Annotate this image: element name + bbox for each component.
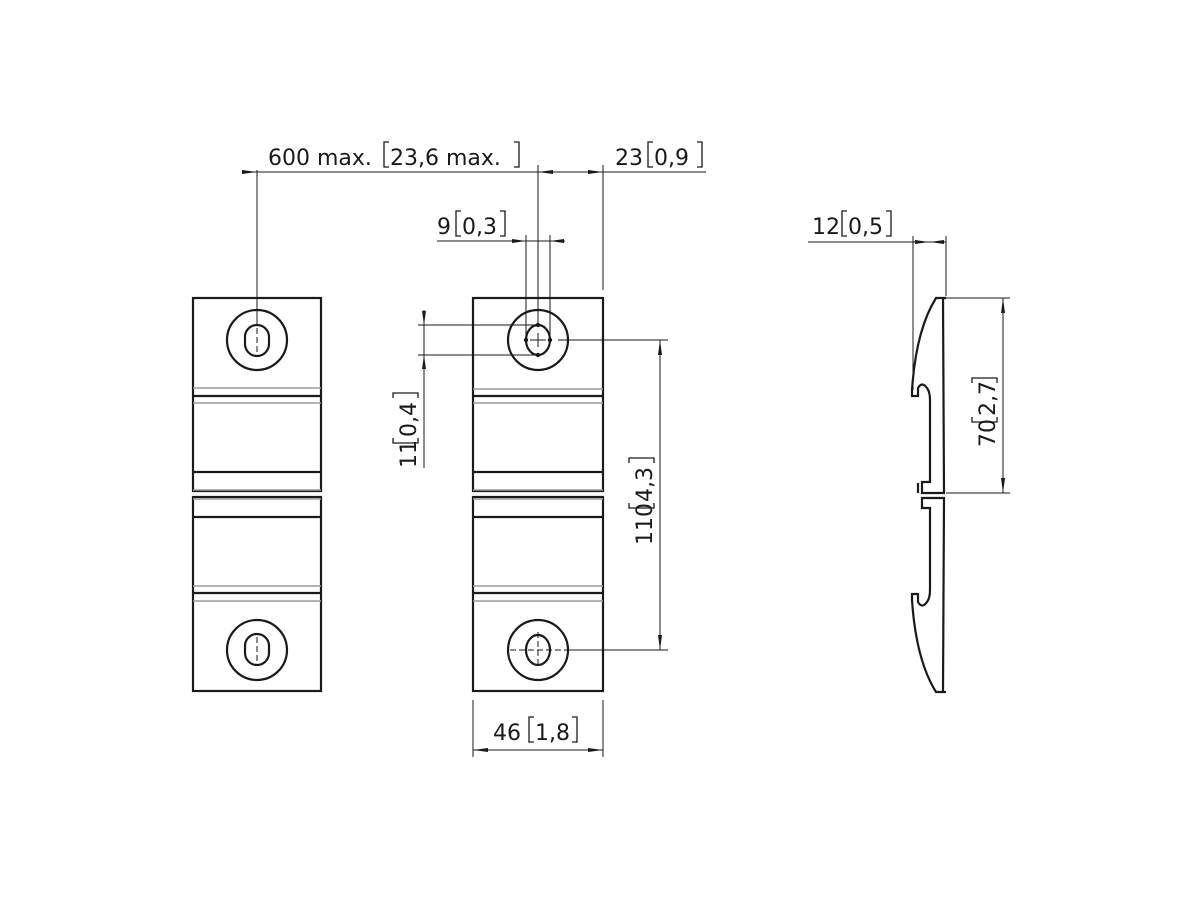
dim-thickness-value: 12 xyxy=(812,215,840,240)
dimension-hole-spacing: 110 4,3 xyxy=(628,340,662,650)
dimension-slot-width: 9 0,3 xyxy=(437,210,565,340)
dimension-plate-width: 46 1,8 xyxy=(472,700,604,757)
dim-plate-width-alt: 1,8 xyxy=(535,721,570,746)
dim-hook-height-alt: 2,7 xyxy=(976,381,1001,416)
side-profile-view: 12 0,5 70 2,7 xyxy=(808,210,1010,694)
dim-offset-value: 23 xyxy=(615,146,643,171)
dim-slot-width-value: 9 xyxy=(437,215,451,240)
dim-offset-alt: 0,9 xyxy=(654,146,689,171)
dim-hook-height-value: 70 xyxy=(976,419,1001,447)
dimension-max-spacing: 600 max. 23,6 max. 23 0,9 xyxy=(242,141,706,326)
center-plate-view xyxy=(471,296,668,693)
dim-max-spacing-value: 600 max. xyxy=(268,146,372,171)
dim-slot-height-alt: 0,4 xyxy=(397,402,422,437)
dim-slot-width-alt: 0,3 xyxy=(462,215,497,240)
left-plate-view xyxy=(191,170,323,693)
dim-hole-spacing-alt: 4,3 xyxy=(633,467,658,502)
dim-plate-width-value: 46 xyxy=(493,721,521,746)
dim-slot-height-value: 11 xyxy=(397,440,422,468)
dim-max-spacing-alt: 23,6 max. xyxy=(390,146,501,171)
dimension-slot-height: 11 0,4 xyxy=(392,310,538,468)
dim-hole-spacing-value: 110 xyxy=(633,503,658,545)
dim-thickness-alt: 0,5 xyxy=(848,215,883,240)
mounting-hole-outer xyxy=(225,618,289,682)
